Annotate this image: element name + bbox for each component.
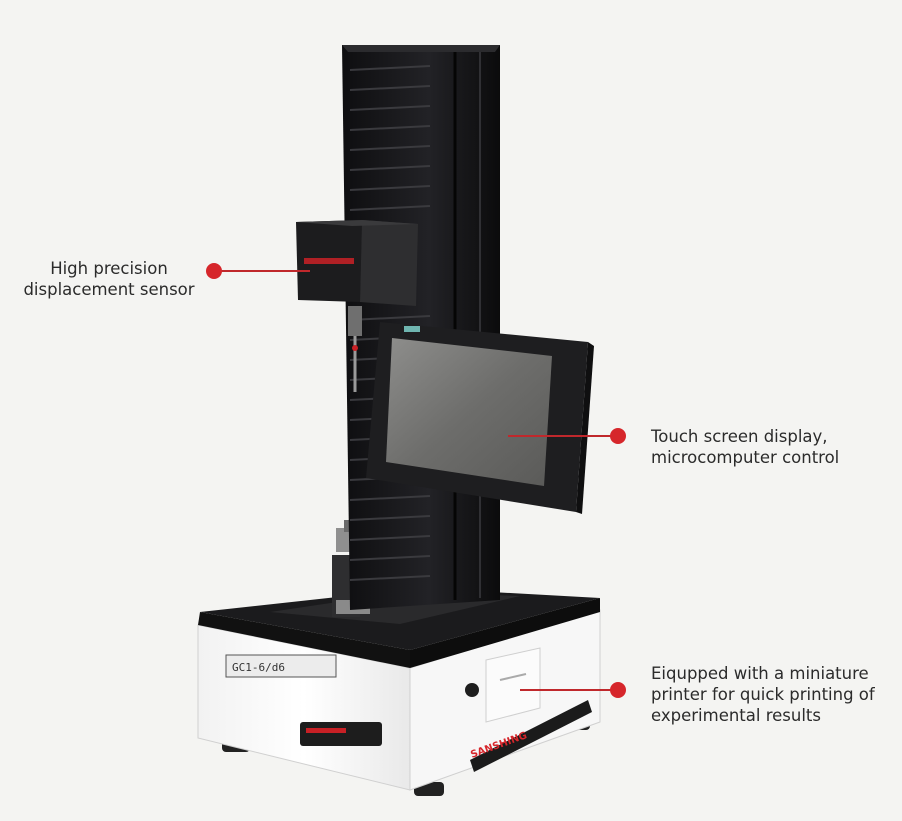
callout-printer-label: Eiqupped with a miniature printer for qu… [651,664,875,725]
callout-screen-label: Touch screen display, microcomputer cont… [651,427,840,467]
svg-text:GC1-6/d6: GC1-6/d6 [232,661,285,674]
callout-leaders [206,263,626,698]
displacement-sensor [296,220,418,392]
callout-sensor-label: High precision displacement sensor [23,259,195,299]
touch-screen [366,322,594,514]
